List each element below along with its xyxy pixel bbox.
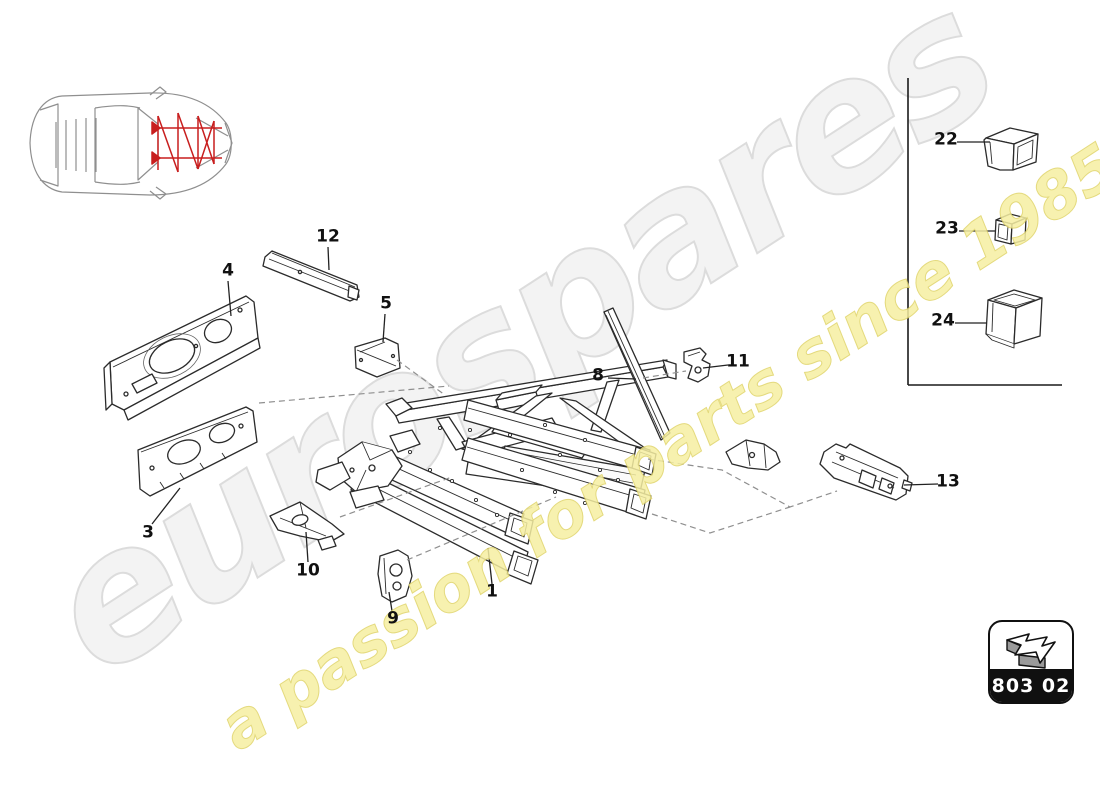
part-drawing-4	[104, 296, 260, 420]
part-drawings	[104, 128, 1042, 602]
leader-line-1	[488, 548, 492, 584]
part-drawing-23	[995, 214, 1026, 244]
leader-line-5	[383, 314, 385, 342]
leader-line-12	[328, 247, 329, 270]
badge-icon-area	[990, 622, 1072, 669]
part-label-11: 11	[726, 351, 750, 372]
group-bracket	[908, 78, 1062, 385]
part-drawing-1	[316, 360, 676, 584]
part-drawing-24	[986, 290, 1042, 348]
part-code-badge: 803 02	[988, 620, 1074, 704]
section-arrow-icon	[1006, 632, 1056, 669]
part-drawing-5	[355, 338, 400, 377]
part-drawing-10	[270, 502, 344, 550]
part-drawing-11	[684, 348, 710, 382]
part-label-22: 22	[934, 129, 958, 150]
part-label-8: 8	[592, 365, 604, 386]
leader-line-11	[703, 365, 728, 368]
leader-line-4	[228, 281, 231, 316]
car-highlight-frame	[152, 113, 222, 172]
part-code: 803 02	[990, 669, 1072, 702]
leader-line-10	[306, 532, 308, 562]
part-label-5: 5	[380, 293, 392, 314]
leader-line-8	[608, 378, 636, 379]
part-drawing-12	[263, 251, 359, 301]
part-drawing-9	[378, 550, 412, 602]
part-label-9: 9	[387, 608, 399, 629]
part-label-23: 23	[935, 218, 959, 239]
part-drawing-3	[138, 407, 257, 496]
part-drawing-13	[820, 444, 912, 500]
leader-lines	[152, 142, 995, 611]
part-label-24: 24	[931, 310, 955, 331]
part-label-13: 13	[936, 471, 960, 492]
part-drawing-22	[984, 128, 1038, 170]
assembly-dashed-lines	[259, 360, 837, 560]
leader-line-9	[389, 592, 392, 611]
leader-line-13	[904, 484, 938, 485]
part-label-1: 1	[486, 581, 498, 602]
part-drawing-8	[604, 308, 670, 440]
part-label-3: 3	[142, 522, 154, 543]
car-body-outline	[30, 93, 231, 195]
part-label-4: 4	[222, 260, 234, 281]
part-drawing-connector-bracket	[726, 440, 780, 470]
leader-line-3	[152, 488, 180, 524]
part-label-12: 12	[316, 226, 340, 247]
car-thumbnail	[30, 87, 232, 199]
part-label-10: 10	[296, 560, 320, 581]
